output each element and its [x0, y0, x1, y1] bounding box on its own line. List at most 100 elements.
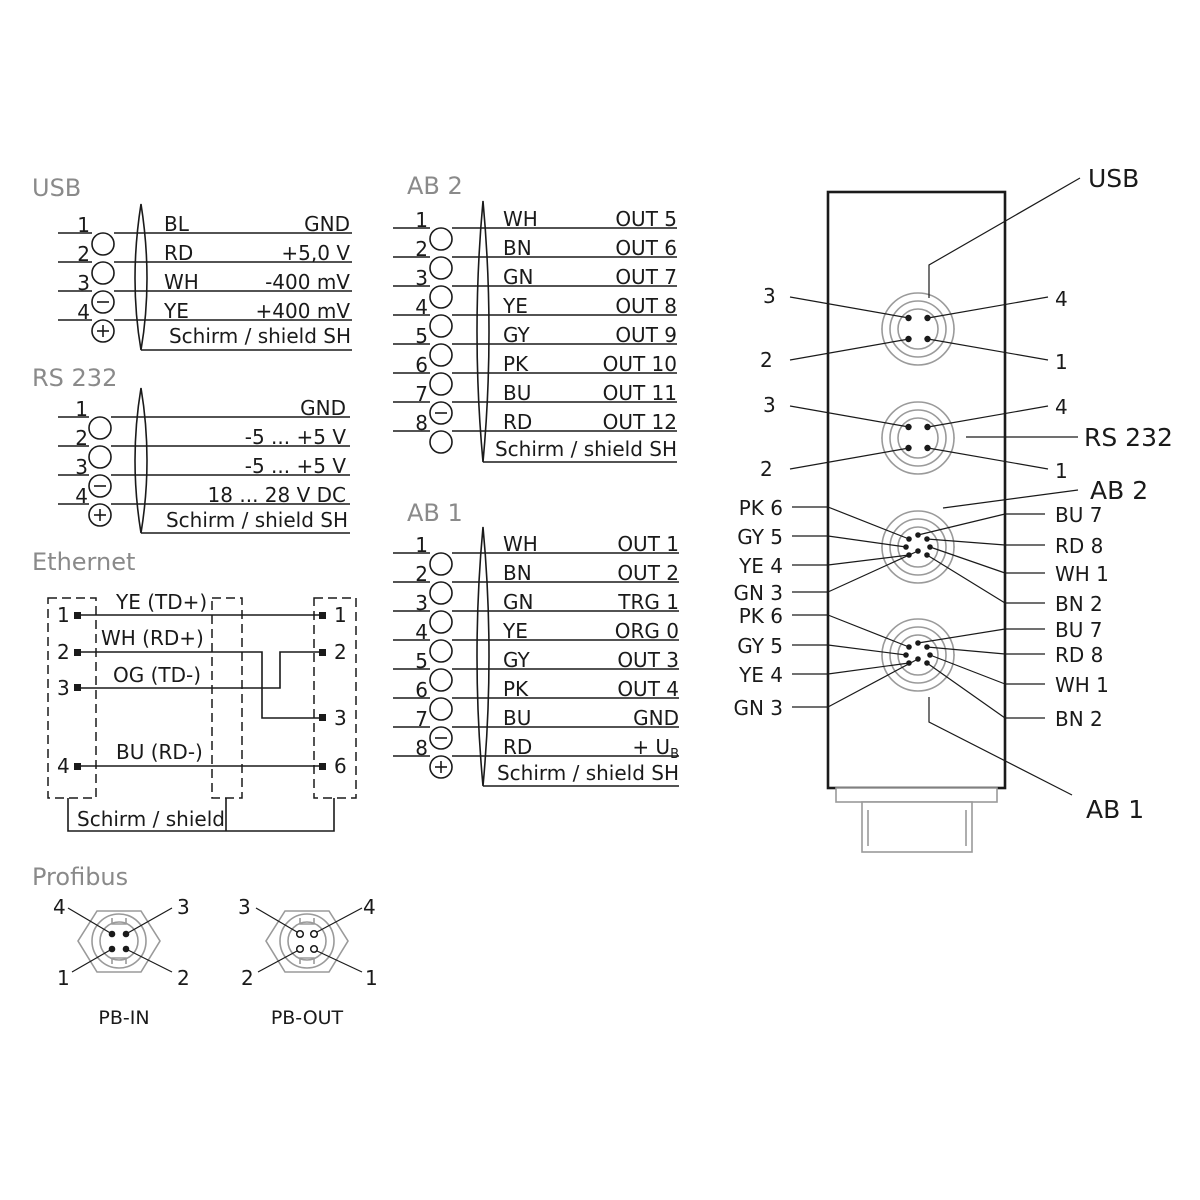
device-ab1-left-label-1: GY 5 [737, 634, 783, 658]
device-ab1-right-label-0: BU 7 [1055, 618, 1102, 642]
rs232-pin-2-signal: -5 ... +5 V [245, 425, 347, 449]
eth-name-td-minus: OG (TD-) [113, 663, 201, 687]
device-ab2-right-label-1: RD 8 [1055, 534, 1103, 558]
eth-left-num-1: 1 [57, 603, 70, 627]
ab1-pin-6-number: 6 [415, 678, 428, 702]
eth-name-rd-minus: BU (RD-) [116, 740, 203, 764]
device-usb-pin-4: 4 [1055, 287, 1068, 311]
ab1-cable-bundle [476, 526, 490, 787]
device-ab2-callout: AB 2 [942, 476, 1148, 509]
device-usb-connector-pin [924, 335, 931, 343]
pb-out-socket-1 [309, 944, 319, 954]
eth-right-num-1: 1 [334, 603, 347, 627]
housing-base-flange [835, 787, 998, 803]
device-rs232-pin-1: 1 [1055, 459, 1068, 483]
ab2-pin-1-contact [429, 227, 453, 251]
ab1-pin-5-signal: OUT 3 [617, 648, 679, 672]
ab1-pin-1-signal: OUT 1 [617, 532, 679, 556]
ab2-pin-8-contact [429, 430, 453, 454]
eth-name-td-plus: YE (TD+) [115, 590, 207, 614]
ab1-pin-5-contact [429, 668, 453, 692]
ab1-pin-4-signal: ORG 0 [615, 619, 679, 643]
device-ab1-left-label-0: PK 6 [739, 604, 783, 628]
device-ab1-label: AB 1 [1086, 795, 1144, 824]
ab1-pin-2-signal: OUT 2 [617, 561, 679, 585]
usb-pin-4-number: 4 [77, 300, 90, 324]
ab2-pin-6-signal: OUT 10 [603, 352, 677, 376]
device-ab2-right-label-0: BU 7 [1055, 503, 1102, 527]
usb-pin-2-number: 2 [77, 242, 90, 266]
eth-shield-line [67, 798, 335, 832]
device-ab2-right-label-3: BN 2 [1055, 592, 1103, 616]
ab2-pin-2-contact [429, 256, 453, 280]
ab2-pin-5-signal: OUT 9 [615, 323, 677, 347]
ab2-pin-8-signal: OUT 12 [603, 410, 677, 434]
device-usb-callout: USB 3 4 2 1 [760, 164, 1139, 374]
eth-left-pin-1 [74, 612, 81, 619]
device-housing: USB 3 4 2 1 RS 232 3 4 2 1 AB 2 [733, 164, 1173, 853]
device-usb-label: USB [1088, 164, 1139, 193]
device-ab1-connector [881, 618, 955, 692]
ab2-pin-1-number: 1 [415, 208, 428, 232]
ab2-pin-5-contact [429, 343, 453, 367]
ethernet-ferrite [211, 597, 243, 799]
pb-out-socket-3 [295, 929, 305, 939]
usb-pin-2-signal: +5,0 V [281, 241, 350, 265]
ab2-pin-7-number: 7 [415, 382, 428, 406]
ab1-pin-1-contact [429, 552, 453, 576]
ab1-pin-5-number: 5 [415, 649, 428, 673]
pb-in-label-2: 2 [177, 966, 190, 990]
device-rs232-pin-3: 3 [763, 393, 776, 417]
ab1-pin-3-color: GN [503, 590, 533, 614]
pb-in-caption: PB-IN [98, 1007, 149, 1029]
eth-left-pin-2 [74, 649, 81, 656]
rs232-shield-label: Schirm / shield SH [166, 508, 348, 532]
pb-in-key [111, 918, 127, 925]
ab1-pin-4-number: 4 [415, 620, 428, 644]
eth-wire-td-minus [81, 651, 319, 689]
eth-right-pin-3 [319, 714, 326, 721]
usb-pin-4-color: YE [163, 299, 189, 323]
ab1-pin-8-number: 8 [415, 736, 428, 760]
ab1-pin-4-color: YE [502, 619, 528, 643]
ab2-pin-1-signal: OUT 5 [615, 207, 677, 231]
ab2-heading: AB 2 [407, 172, 463, 200]
eth-right-pin-6 [319, 763, 326, 770]
pb-out-label-2: 2 [241, 966, 254, 990]
usb-heading: USB [32, 174, 81, 202]
ab2-pin-7-signal: OUT 11 [603, 381, 677, 405]
device-ab2-label: AB 2 [1090, 476, 1148, 505]
device-usb-connector-pin [924, 314, 931, 322]
ab2-pin-2-signal: OUT 6 [615, 236, 677, 260]
pb-in-key-bottom [111, 957, 127, 964]
ab1-shield-label: Schirm / shield SH [497, 761, 679, 785]
rs232-pin-3-number: 3 [75, 455, 88, 479]
pb-out-socket-2 [295, 944, 305, 954]
usb-pin-1-color: BL [164, 212, 190, 236]
ab2-pin-5-number: 5 [415, 324, 428, 348]
eth-right-num-6: 6 [334, 754, 347, 778]
usb-shield-label: Schirm / shield SH [169, 324, 351, 348]
ab2-pin-4-number: 4 [415, 295, 428, 319]
ab1-pin-3-contact [429, 610, 453, 634]
ab1-pin-3-number: 3 [415, 591, 428, 615]
pb-out-connector: 3 4 2 1 PB-OUT [238, 895, 378, 1029]
usb-cable-bundle [134, 203, 148, 351]
pb-out-caption: PB-OUT [271, 1007, 344, 1029]
eth-shield-label: Schirm / shield [77, 807, 225, 831]
ethernet-heading: Ethernet [32, 548, 135, 576]
device-ab1-callout: AB 1 [928, 697, 1144, 824]
ab2-cable-bundle [476, 200, 490, 463]
device-ab1-left-label-3: GN 3 [733, 696, 783, 720]
usb-pin-3-signal: -400 mV [265, 270, 350, 294]
